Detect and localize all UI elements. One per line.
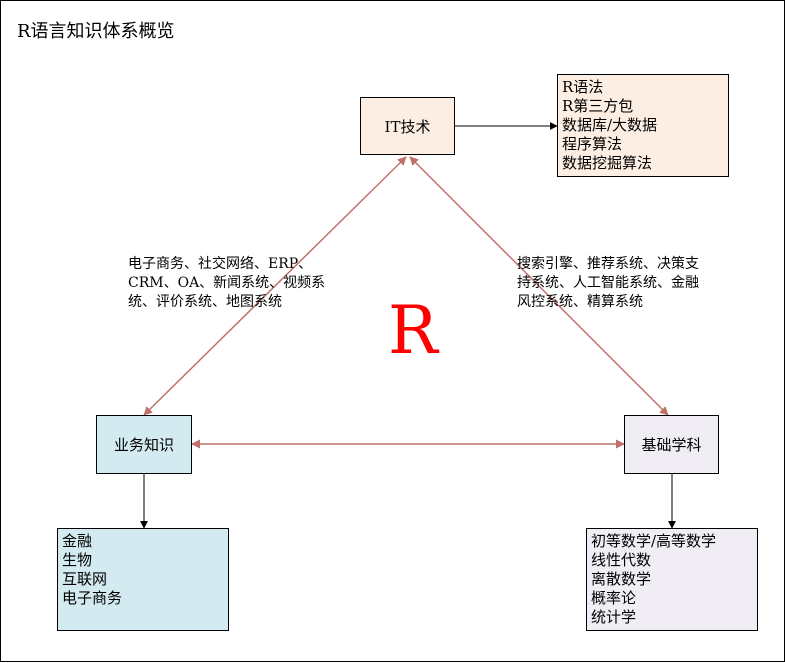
list-item: 离散数学: [591, 570, 652, 588]
edge-label-line: 统、评价系统、地图系统: [128, 294, 282, 310]
edge-label-line: 持系统、人工智能系统、金融: [517, 275, 699, 291]
list-it: R语法 R第三方包 数据库/大数据 程序算法 数据挖掘算法: [557, 74, 729, 177]
edge-label-line: 搜索引擎、推荐系统、决策支: [517, 256, 699, 272]
edge-it-business: [143, 156, 407, 416]
node-basic: 基础学科: [624, 415, 719, 474]
list-business: 金融 生物 互联网 电子商务: [57, 528, 229, 631]
edge-label-line: 电子商务、社交网络、ERP、: [128, 256, 313, 272]
list-item: 金融: [62, 532, 93, 550]
node-business-label: 业务知识: [113, 436, 174, 454]
edge-it-basic: [409, 156, 669, 416]
list-item: 概率论: [591, 589, 637, 607]
edge-label-line: 风控系统、精算系统: [517, 294, 643, 310]
list-item: R第三方包: [562, 97, 634, 115]
list-item: R语法: [562, 78, 604, 96]
node-business: 业务知识: [96, 415, 192, 474]
list-item: 生物: [62, 551, 93, 569]
list-item: 程序算法: [562, 135, 623, 153]
list-item: 数据挖掘算法: [562, 154, 653, 172]
list-item: 统计学: [591, 608, 637, 626]
edge-label-left: 电子商务、社交网络、ERP、 CRM、OA、新闻系统、视频系 统、评价系统、地图…: [128, 255, 325, 312]
list-item: 线性代数: [591, 551, 652, 569]
list-item: 初等数学/高等数学: [591, 532, 717, 550]
node-it: IT技术: [360, 97, 455, 155]
edge-label-right: 搜索引擎、推荐系统、决策支 持系统、人工智能系统、金融 风控系统、精算系统: [517, 255, 699, 312]
list-item: 互联网: [62, 570, 108, 588]
node-basic-label: 基础学科: [641, 436, 702, 454]
list-item: 数据库/大数据: [562, 116, 658, 134]
list-item: 电子商务: [62, 589, 123, 607]
node-it-label: IT技术: [384, 117, 431, 136]
center-r-label: R: [388, 292, 438, 369]
diagram-title: R语言知识体系概览: [17, 21, 175, 42]
list-basic: 初等数学/高等数学 线性代数 离散数学 概率论 统计学: [586, 528, 758, 631]
edge-label-line: CRM、OA、新闻系统、视频系: [128, 275, 326, 291]
